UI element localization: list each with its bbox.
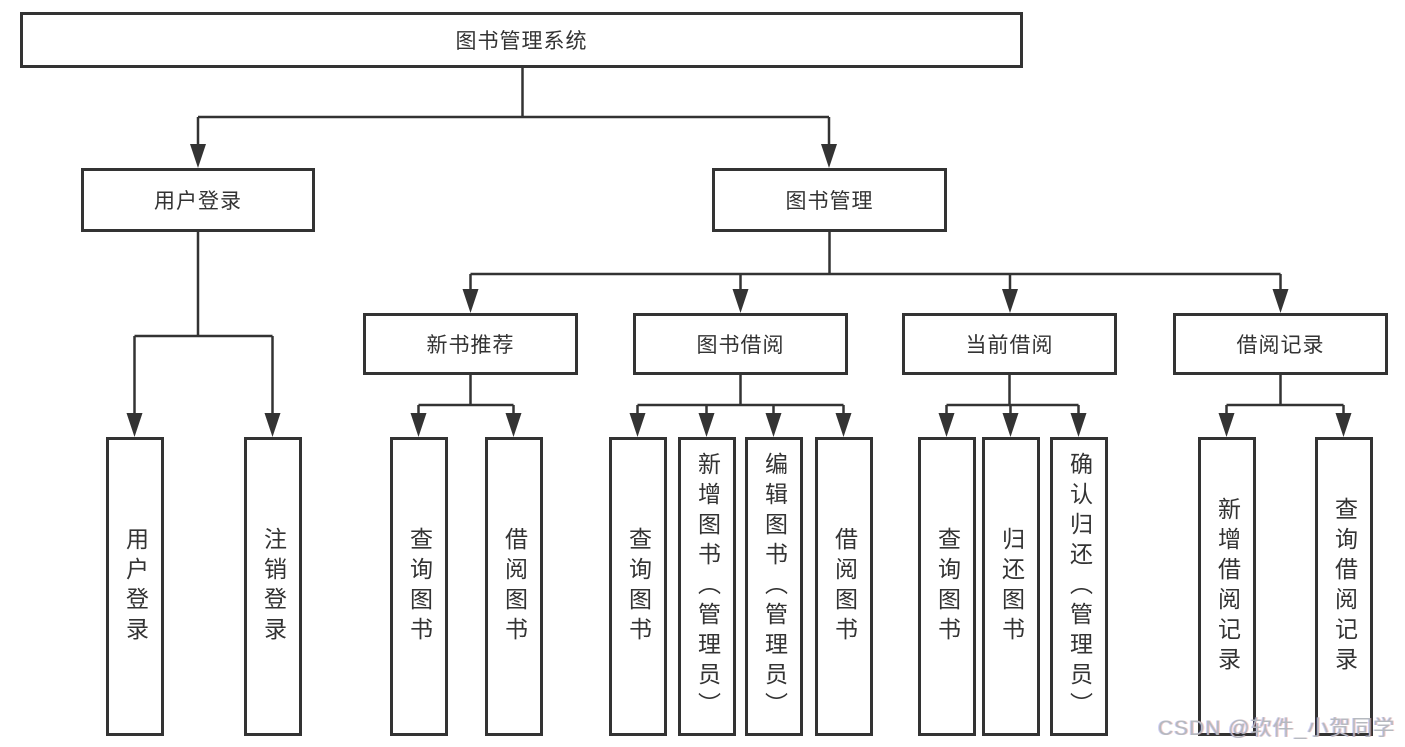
arrowheads (126, 144, 1352, 437)
leaf-recommend-borrow-books: 借阅图书 (485, 437, 543, 736)
leaf-recommend-query-books-label: 查询图书 (406, 526, 433, 647)
connector-stems (133, 68, 1345, 419)
node-book-borrowing: 图书借阅 (633, 313, 848, 375)
leaf-borrow-add-books-label: 新增图书（管理员） (694, 451, 721, 722)
node-root-label: 图书管理系统 (455, 30, 588, 53)
leaf-user-login: 用户登录 (106, 437, 164, 736)
leaf-borrow-edit-books-label: 编辑图书（管理员） (761, 451, 788, 722)
leaf-records-add-record: 新增借阅记录 (1198, 437, 1256, 736)
arrowhead-book-borrowing (732, 289, 749, 313)
node-current-borrowing: 当前借阅 (902, 313, 1117, 375)
arrowhead-user-login (190, 144, 206, 168)
branch-user-login (133, 232, 274, 419)
branch-book-borrowing (636, 375, 845, 419)
leaf-borrow-add-books: 新增图书（管理员） (678, 437, 736, 736)
node-borrowing-records-label: 借阅记录 (1236, 334, 1325, 357)
branch-current-borrowing (945, 375, 1080, 419)
leaf-logout-label: 注销登录 (260, 526, 287, 647)
arrowhead-current-borrowing (1002, 289, 1018, 313)
leaf-recommend-borrow-books-label: 借阅图书 (501, 526, 528, 647)
arrowhead-leaf-logout (264, 413, 281, 437)
leaf-current-query-books: 查询图书 (918, 437, 976, 736)
branch-book-management-drops (469, 274, 1282, 295)
leaf-current-return-books: 归还图书 (982, 437, 1040, 736)
arrowhead-leaf-recommend-query (410, 413, 427, 437)
branch-book-management (470, 232, 1281, 276)
leaf-current-return-books-label: 归还图书 (998, 526, 1025, 647)
node-book-management-label: 图书管理 (785, 190, 874, 213)
watermark: CSDN @软件_小贺同学 (1158, 717, 1396, 740)
arrowhead-leaf-user-login (126, 413, 143, 437)
leaf-logout: 注销登录 (244, 437, 302, 736)
branch-new-book (417, 375, 515, 419)
arrowhead-leaf-current-return (1002, 413, 1019, 437)
arrowhead-new-book (462, 289, 479, 313)
node-book-management: 图书管理 (712, 168, 947, 232)
arrowhead-leaf-recommend-borrow (505, 413, 522, 437)
leaf-records-query-record-label: 查询借阅记录 (1331, 496, 1358, 677)
leaf-recommend-query-books: 查询图书 (390, 437, 448, 736)
branch-root-drops (196, 117, 831, 150)
node-new-book-recommendation: 新书推荐 (363, 313, 578, 375)
node-current-borrowing-label: 当前借阅 (965, 334, 1054, 357)
node-user-login: 用户登录 (81, 168, 315, 232)
node-root: 图书管理系统 (20, 12, 1023, 68)
leaf-records-query-record: 查询借阅记录 (1315, 437, 1373, 736)
arrowhead-leaf-current-confirm (1070, 413, 1087, 437)
leaf-borrow-query-books-label: 查询图书 (625, 526, 652, 647)
node-book-borrowing-label: 图书借阅 (696, 334, 785, 357)
node-user-login-label: 用户登录 (154, 190, 242, 213)
arrowhead-leaf-current-query (938, 413, 955, 437)
node-new-book-recommendation-label: 新书推荐 (426, 334, 515, 357)
leaf-borrow-borrow-books-label: 借阅图书 (831, 526, 858, 647)
leaf-records-add-record-label: 新增借阅记录 (1214, 496, 1241, 677)
leaf-current-confirm-return: 确认归还（管理员） (1050, 437, 1108, 736)
branch-root (198, 68, 829, 119)
arrowhead-leaf-records-query (1335, 413, 1352, 437)
arrowhead-leaf-borrow-query (629, 413, 646, 437)
leaf-user-login-label: 用户登录 (122, 526, 149, 647)
node-borrowing-records: 借阅记录 (1173, 313, 1388, 375)
leaf-borrow-query-books: 查询图书 (609, 437, 667, 736)
leaf-borrow-borrow-books: 借阅图书 (815, 437, 873, 736)
branch-borrowing-records (1225, 375, 1345, 419)
leaf-borrow-edit-books: 编辑图书（管理员） (745, 437, 803, 736)
leaf-current-confirm-return-label: 确认归还（管理员） (1066, 451, 1093, 722)
arrowhead-leaf-borrow-borrow (835, 413, 852, 437)
arrowhead-leaf-records-add (1218, 413, 1235, 437)
leaf-current-query-books-label: 查询图书 (934, 526, 961, 647)
arrowhead-borrowing-records (1272, 289, 1289, 313)
arrowhead-book-management (821, 144, 837, 168)
arrowhead-leaf-borrow-edit (765, 413, 782, 437)
arrowhead-leaf-borrow-add (698, 413, 715, 437)
